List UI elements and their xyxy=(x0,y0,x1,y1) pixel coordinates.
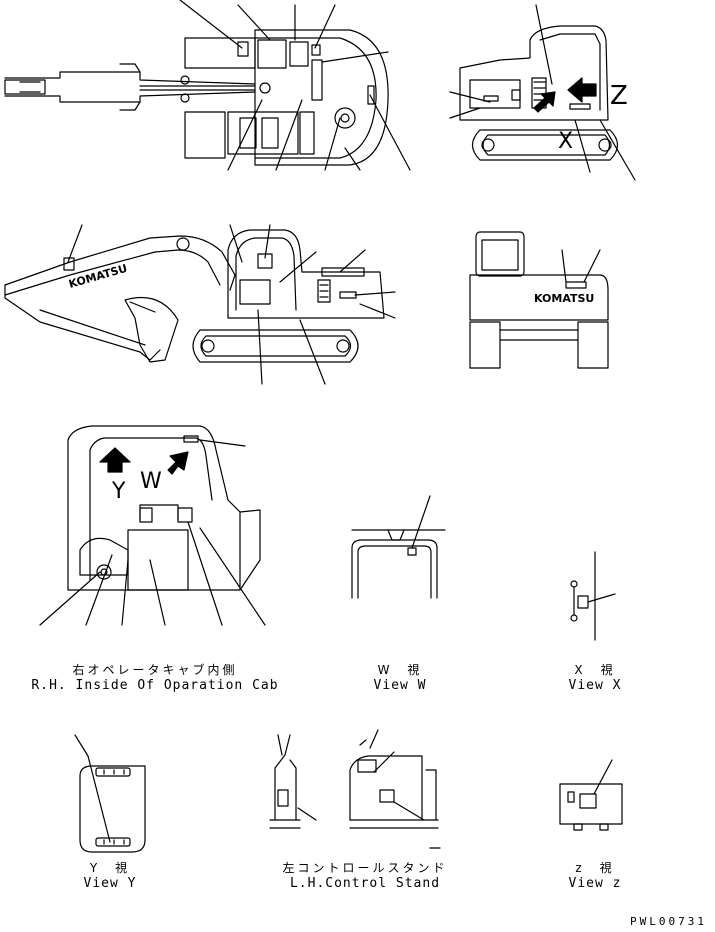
caption-view-x-en: View X xyxy=(568,678,622,693)
rear-brand-decal: KOMATSU xyxy=(534,292,594,305)
caption-control-stand-en: L.H.Control Stand xyxy=(289,876,441,891)
arrow-letter-x: X xyxy=(558,129,573,154)
caption-view-w-en: View W xyxy=(373,678,427,693)
caption-view-x: X 視 View X xyxy=(545,662,645,694)
caption-cab-inside: 右オペレータキャブ内側 R.H. Inside Of Oparation Cab xyxy=(30,662,280,694)
caption-view-z-jp: z 視 xyxy=(575,861,615,875)
view-w-detail xyxy=(351,495,446,599)
drawing-code: PWL00731 xyxy=(630,915,707,928)
arrow-letter-w: W xyxy=(140,469,162,494)
caption-view-y-en: View Y xyxy=(83,876,137,891)
side-view-left-machine: KOMATSU xyxy=(4,224,396,385)
view-x-detail xyxy=(570,551,616,641)
rear-view-machine: KOMATSU xyxy=(469,231,609,369)
caption-cab-jp: 右オペレータキャブ内側 xyxy=(72,663,238,677)
caption-view-x-jp: X 視 xyxy=(574,663,616,677)
arrow-letter-z: Z xyxy=(610,81,628,111)
cab-interior-view: Y W xyxy=(39,425,266,626)
side-view-right-machine: Z X xyxy=(449,4,636,181)
view-z-detail xyxy=(559,759,623,831)
caption-view-z: z 視 View z xyxy=(545,860,645,892)
caption-view-w-jp: W 視 xyxy=(377,663,423,677)
caption-cab-en: R.H. Inside Of Oparation Cab xyxy=(31,678,279,693)
view-y-detail xyxy=(74,734,146,853)
control-stand-detail xyxy=(269,729,441,849)
caption-control-stand-jp: 左コントロールスタンド xyxy=(282,861,448,875)
caption-control-stand: 左コントロールスタンド L.H.Control Stand xyxy=(280,860,450,892)
boom-brand-decal: KOMATSU xyxy=(67,262,129,291)
arrow-letter-y: Y xyxy=(111,479,126,504)
caption-view-z-en: View z xyxy=(568,876,622,891)
caption-view-y: Y 視 View Y xyxy=(60,860,160,892)
top-view-machine xyxy=(4,0,411,171)
caption-view-w: W 視 View W xyxy=(350,662,450,694)
caption-view-y-jp: Y 視 xyxy=(89,861,131,875)
